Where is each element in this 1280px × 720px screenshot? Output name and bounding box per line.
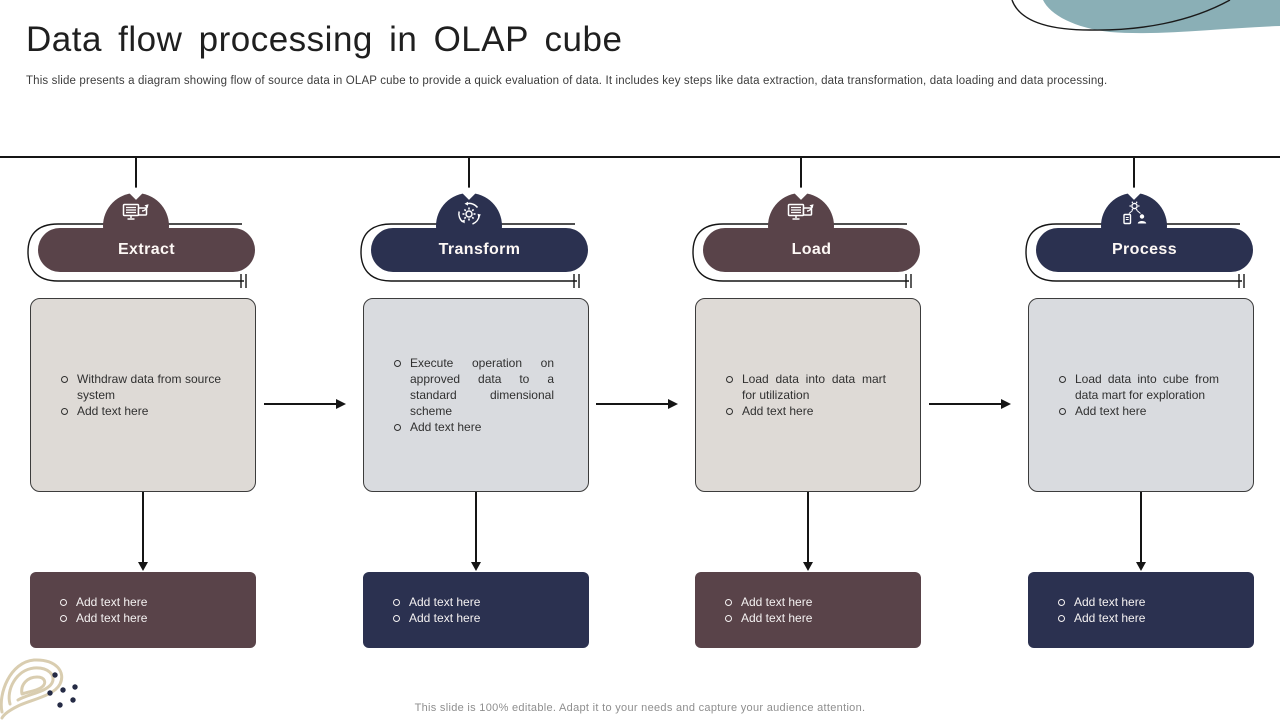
- placeholder-box-transform[interactable]: Add text here Add text here: [363, 572, 589, 648]
- user-gear-process-icon: [1123, 201, 1147, 225]
- bullet-item: Withdraw data from source system: [61, 371, 221, 403]
- column-transform: Transform Execute operation on approved …: [360, 157, 589, 648]
- stage-label: Process: [1111, 241, 1178, 258]
- bullet-marker: [1059, 376, 1066, 383]
- bullet-item[interactable]: Add text here: [393, 594, 555, 610]
- bullet-item: Load data into cube from data mart for e…: [1059, 371, 1219, 403]
- bullet-item[interactable]: Add text here: [725, 594, 887, 610]
- slide-title: Data flow processing in OLAP cube: [26, 20, 623, 59]
- connector-line: [468, 157, 470, 197]
- bullet-item: Execute operation on approved data to a …: [394, 355, 554, 419]
- bullet-item[interactable]: Add text here: [61, 403, 221, 419]
- stage-pill-extract[interactable]: Extract: [38, 228, 255, 272]
- bullet-item[interactable]: Add text here: [726, 403, 886, 419]
- dome-notch: [794, 187, 808, 200]
- down-arrow: [138, 492, 148, 571]
- flow-arrow-transform-load: [596, 398, 678, 410]
- bullet-marker: [61, 376, 68, 383]
- bullet-item[interactable]: Add text here: [60, 594, 222, 610]
- gear-sync-icon: [458, 201, 481, 225]
- pill-outline: [27, 223, 247, 288]
- dome-notch: [129, 187, 143, 200]
- bullet-marker: [394, 424, 401, 431]
- bullet-marker: [394, 360, 401, 367]
- bullet-marker: [61, 408, 68, 415]
- dome-notch: [462, 187, 476, 200]
- bullet-marker: [1058, 599, 1065, 606]
- slide-footer-note: This slide is 100% editable. Adapt it to…: [414, 702, 866, 714]
- content-box-extract[interactable]: Withdraw data from source system Add tex…: [30, 298, 256, 492]
- connector-line: [1133, 157, 1135, 197]
- flow-arrow-load-process: [929, 398, 1011, 410]
- stage-label: Load: [791, 241, 832, 258]
- placeholder-box-extract[interactable]: Add text here Add text here: [30, 572, 256, 648]
- bullet-item[interactable]: Add text here: [725, 610, 887, 626]
- stage-label: Extract: [117, 241, 176, 258]
- bullet-marker: [1058, 615, 1065, 622]
- down-arrow: [471, 492, 481, 571]
- bullet-marker: [726, 376, 733, 383]
- bullet-marker: [393, 599, 400, 606]
- pill-outline: [360, 223, 580, 288]
- bullet-marker: [60, 615, 67, 622]
- slide-subtitle: This slide presents a diagram showing fl…: [26, 75, 1108, 87]
- bullet-item[interactable]: Add text here: [393, 610, 555, 626]
- bullet-item[interactable]: Add text here: [1058, 610, 1220, 626]
- column-load: Load Load data into data mart for utiliz…: [692, 157, 921, 648]
- top-divider-line: [0, 156, 1280, 158]
- bullet-item[interactable]: Add text here: [1058, 594, 1220, 610]
- down-arrow: [1136, 492, 1146, 571]
- stage-pill-load[interactable]: Load: [703, 228, 920, 272]
- content-box-transform[interactable]: Execute operation on approved data to a …: [363, 298, 589, 492]
- bullet-marker: [393, 615, 400, 622]
- dome-notch: [1127, 187, 1141, 200]
- bullet-item: Load data into data mart for utilization: [726, 371, 886, 403]
- leaf-swirl-decoration: [0, 658, 78, 720]
- bullet-item[interactable]: Add text here: [394, 419, 554, 435]
- column-process: Process Load data into cube from data ma…: [1025, 157, 1254, 648]
- placeholder-box-process[interactable]: Add text here Add text here: [1028, 572, 1254, 648]
- bullet-item[interactable]: Add text here: [60, 610, 222, 626]
- corner-blob-decoration: [1011, 0, 1280, 34]
- stage-pill-transform[interactable]: Transform: [371, 228, 588, 272]
- bullet-item[interactable]: Add text here: [1059, 403, 1219, 419]
- pill-outline: [1025, 223, 1245, 288]
- stage-label: Transform: [438, 241, 521, 258]
- bullet-marker: [60, 599, 67, 606]
- pill-outline: [692, 223, 912, 288]
- bullet-marker: [726, 408, 733, 415]
- column-extract: Extract Withdraw data from source system…: [27, 157, 256, 648]
- monitor-export-icon: [787, 203, 814, 220]
- flow-arrow-extract-transform: [264, 398, 346, 410]
- stage-pill-process[interactable]: Process: [1036, 228, 1253, 272]
- content-box-process[interactable]: Load data into cube from data mart for e…: [1028, 298, 1254, 492]
- bullet-marker: [725, 599, 732, 606]
- down-arrow: [803, 492, 813, 571]
- monitor-export-icon: [122, 203, 149, 220]
- placeholder-box-load[interactable]: Add text here Add text here: [695, 572, 921, 648]
- bullet-marker: [725, 615, 732, 622]
- connector-line: [800, 157, 802, 197]
- content-box-load[interactable]: Load data into data mart for utilization…: [695, 298, 921, 492]
- connector-line: [135, 157, 137, 197]
- bullet-marker: [1059, 408, 1066, 415]
